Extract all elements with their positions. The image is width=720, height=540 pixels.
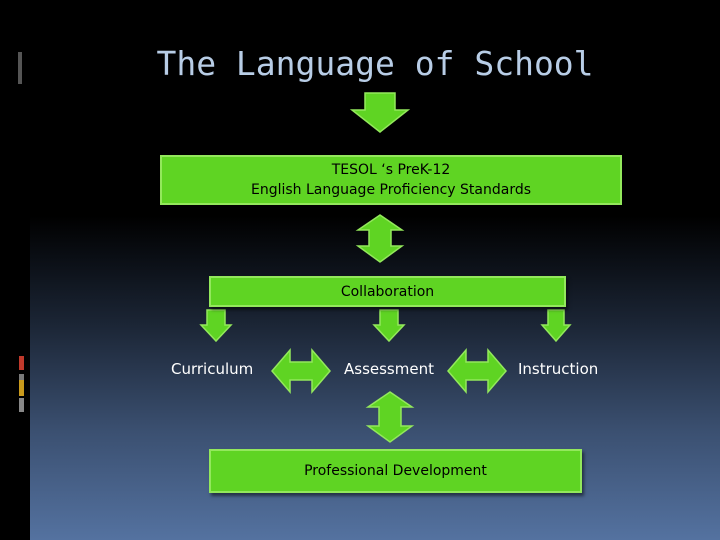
arrow-down-assessment — [372, 309, 406, 343]
accent-block-top — [18, 52, 34, 84]
arrow-double-curriculum-assessment — [271, 347, 331, 395]
accent-bar-red — [19, 356, 24, 370]
tesol-line-2: English Language Proficiency Standards — [250, 182, 532, 198]
arrow-double-assessment-pd — [365, 391, 415, 443]
arrow-double-assessment-instruction — [447, 347, 507, 395]
slide-title: The Language of School — [156, 44, 594, 83]
arrow-down-title — [349, 92, 411, 133]
professional-development-label: Professional Development — [304, 463, 487, 479]
collaboration-label: Collaboration — [340, 283, 435, 300]
instruction-label: Instruction — [518, 360, 599, 378]
tesol-line-1: TESOL ‘s PreK-12 — [331, 162, 451, 178]
curriculum-label: Curriculum — [171, 360, 254, 378]
tesol-standards-box: TESOL ‘s PreK-12 English Language Profic… — [160, 155, 622, 205]
arrow-double-tesol-collab — [355, 214, 405, 263]
assessment-label: Assessment — [344, 360, 434, 378]
professional-development-box: Professional Development — [209, 449, 582, 493]
accent-bar-gold — [19, 380, 24, 396]
collaboration-box: Collaboration — [209, 276, 566, 307]
arrow-down-curriculum — [199, 309, 233, 343]
left-strip — [0, 0, 30, 540]
accent-bar-gray-2 — [19, 398, 24, 412]
arrow-down-instruction — [540, 309, 572, 343]
